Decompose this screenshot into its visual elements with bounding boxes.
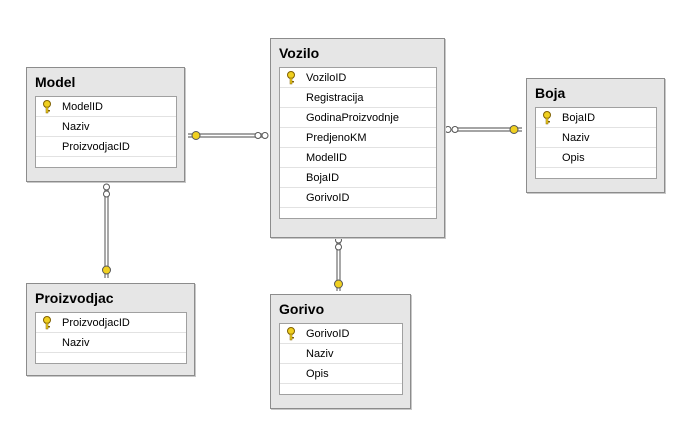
column-name: ProizvodjacID bbox=[62, 141, 130, 153]
key-end-icon bbox=[509, 125, 519, 134]
relationship-boja-vozilo[interactable] bbox=[444, 125, 522, 134]
column-row[interactable]: ProizvodjacID bbox=[36, 137, 176, 157]
relationship-gorivo-vozilo[interactable] bbox=[334, 236, 343, 291]
column-row-pk[interactable]: ModelID bbox=[36, 97, 176, 117]
column-row[interactable]: BojaID bbox=[280, 168, 436, 188]
column-name: ModelID bbox=[306, 152, 347, 164]
column-list: BojaID Naziv Opis bbox=[535, 107, 657, 179]
column-row-pk[interactable]: GorivoID bbox=[280, 324, 402, 344]
column-row-pk[interactable]: ProizvodjacID bbox=[36, 313, 186, 333]
column-row[interactable]: Registracija bbox=[280, 88, 436, 108]
column-name: Naziv bbox=[562, 132, 590, 144]
column-name: PredjenoKM bbox=[306, 132, 367, 144]
empty-row bbox=[536, 168, 656, 178]
column-name: GorivoID bbox=[306, 192, 350, 204]
infinity-end-icon bbox=[103, 183, 110, 191]
table-proizvodjac[interactable]: Proizvodjac ProizvodjacID Naziv bbox=[26, 283, 195, 376]
key-icon bbox=[43, 100, 51, 114]
infinity-end-icon bbox=[254, 132, 262, 139]
column-row-pk[interactable]: BojaID bbox=[536, 108, 656, 128]
relationship-proizvodjac-model[interactable] bbox=[102, 183, 111, 278]
table-title: Vozilo bbox=[279, 45, 320, 61]
column-name: Opis bbox=[562, 152, 585, 164]
table-model[interactable]: Model ModelID Naziv ProizvodjacID bbox=[26, 67, 185, 182]
table-title: Gorivo bbox=[279, 301, 325, 317]
column-list: GorivoID Naziv Opis bbox=[279, 323, 403, 395]
infinity-end-icon bbox=[444, 126, 452, 133]
column-name: Naziv bbox=[62, 337, 90, 349]
empty-row bbox=[280, 384, 402, 394]
key-end-icon bbox=[334, 279, 343, 289]
column-row[interactable]: Opis bbox=[536, 148, 656, 168]
column-name: Registracija bbox=[306, 92, 364, 104]
empty-row bbox=[36, 353, 186, 363]
relationship-model-vozilo[interactable] bbox=[188, 131, 269, 140]
column-name: VoziloID bbox=[306, 72, 347, 84]
key-end-icon bbox=[191, 131, 201, 140]
table-title: Boja bbox=[535, 85, 566, 101]
column-list: ProizvodjacID Naziv bbox=[35, 312, 187, 364]
column-name: ModelID bbox=[62, 101, 103, 113]
column-row[interactable]: GodinaProizvodnje bbox=[280, 108, 436, 128]
column-row[interactable]: Naziv bbox=[280, 344, 402, 364]
key-icon bbox=[43, 316, 51, 330]
column-name: Opis bbox=[306, 368, 329, 380]
column-name: GodinaProizvodnje bbox=[306, 112, 399, 124]
column-row[interactable]: Naziv bbox=[36, 333, 186, 353]
column-name: GorivoID bbox=[306, 328, 350, 340]
table-boja[interactable]: Boja BojaID Naziv Opis bbox=[526, 78, 665, 193]
column-name: ProizvodjacID bbox=[62, 317, 130, 329]
column-row[interactable]: Naziv bbox=[536, 128, 656, 148]
column-row[interactable]: GorivoID bbox=[280, 188, 436, 208]
column-row[interactable]: ModelID bbox=[280, 148, 436, 168]
key-end-icon bbox=[102, 265, 111, 275]
column-row[interactable]: Naziv bbox=[36, 117, 176, 137]
column-row[interactable]: Opis bbox=[280, 364, 402, 384]
column-name: BojaID bbox=[306, 172, 340, 184]
table-title: Proizvodjac bbox=[35, 290, 114, 306]
key-icon bbox=[287, 327, 295, 341]
column-list: VoziloID Registracija GodinaProizvodnje … bbox=[279, 67, 437, 219]
empty-row bbox=[36, 157, 176, 167]
column-list: ModelID Naziv ProizvodjacID bbox=[35, 96, 177, 168]
key-icon bbox=[543, 111, 551, 125]
key-icon bbox=[287, 71, 295, 85]
column-name: BojaID bbox=[562, 112, 596, 124]
column-name: Naziv bbox=[62, 121, 90, 133]
empty-row bbox=[280, 208, 436, 218]
column-row[interactable]: PredjenoKM bbox=[280, 128, 436, 148]
table-vozilo[interactable]: Vozilo VoziloID Registracija GodinaProiz… bbox=[270, 38, 445, 238]
table-gorivo[interactable]: Gorivo GorivoID Naziv Opis bbox=[270, 294, 411, 409]
column-name: Naziv bbox=[306, 348, 334, 360]
table-title: Model bbox=[35, 74, 76, 90]
column-row-pk[interactable]: VoziloID bbox=[280, 68, 436, 88]
